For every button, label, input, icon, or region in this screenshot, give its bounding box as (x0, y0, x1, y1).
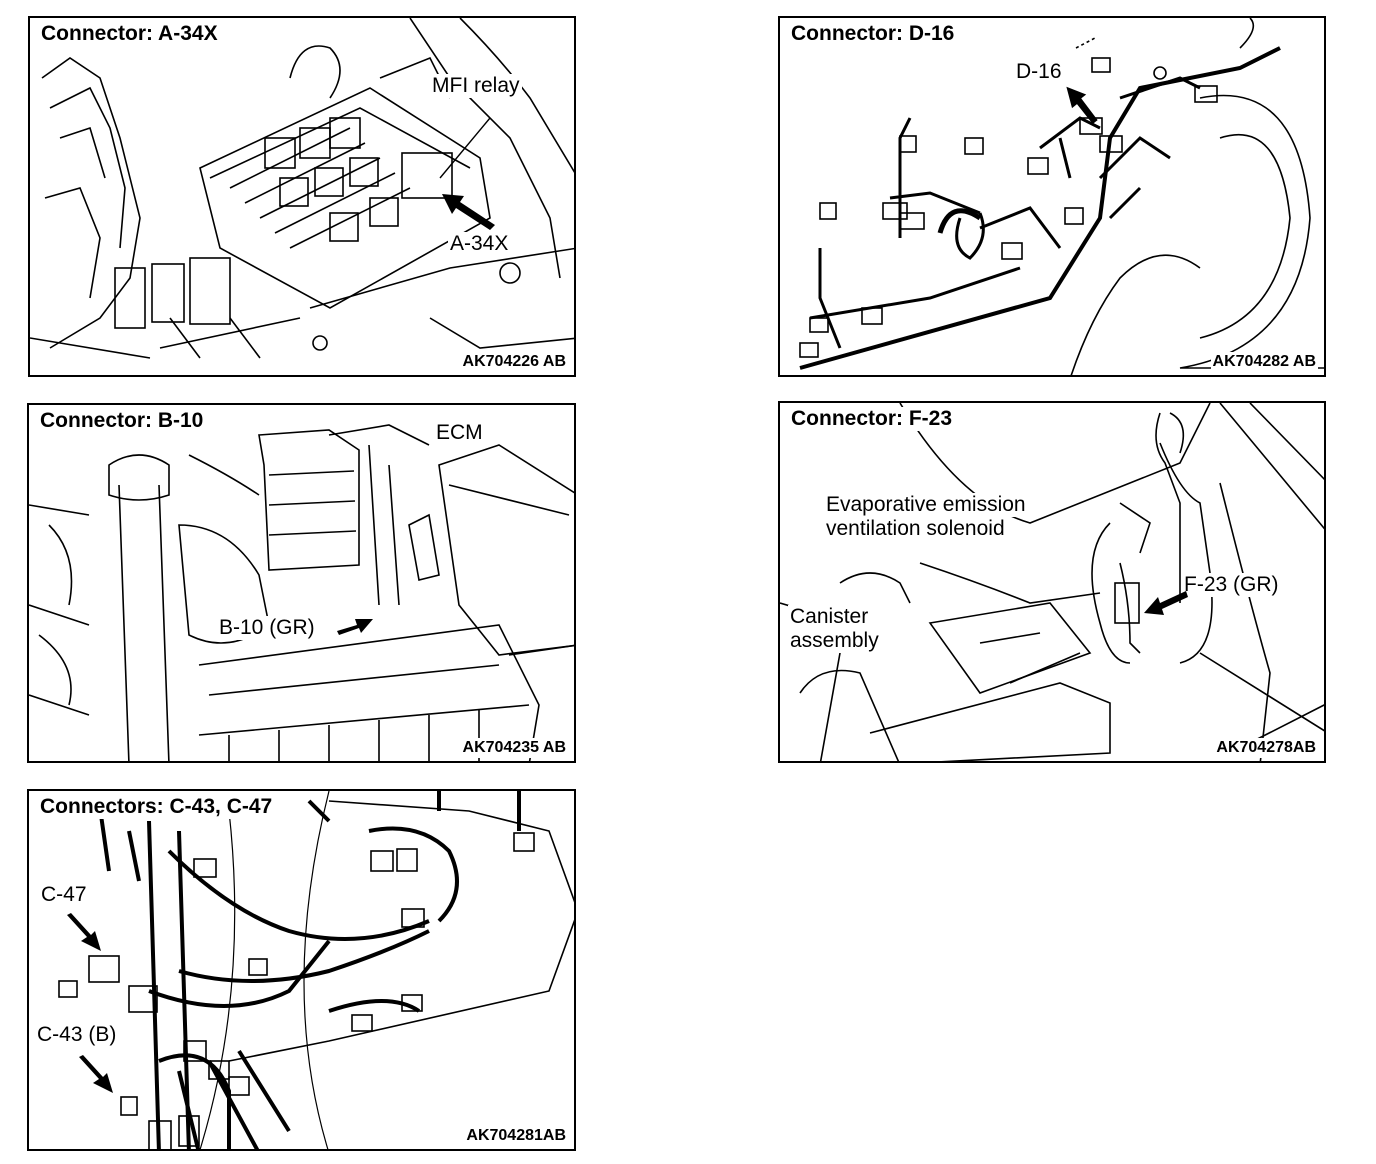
engine-bay-illustration (30, 18, 574, 359)
figure-code: AK704281AB (464, 1126, 568, 1146)
arrow-icon (442, 194, 495, 230)
arrow-icon (67, 913, 101, 951)
panel-f23: Connector: F-23 Evaporative emission ven… (778, 401, 1326, 763)
engine-bay-illustration (29, 424, 574, 761)
canister-label-line1: Canister (788, 605, 871, 629)
arrow-icon (337, 619, 373, 635)
panel-title: Connector: A-34X (38, 22, 221, 46)
arrow-icon (1066, 86, 1098, 124)
harness-illustration (799, 18, 1324, 375)
panel-a34x: Connector: A-34X MFI relay A-34X AK70422… (28, 16, 576, 377)
panel-d16: Connector: D-16 D-16 AK704282 AB (778, 16, 1326, 377)
figure-code: AK704235 AB (460, 738, 568, 758)
c47-label: C-47 (39, 883, 89, 907)
b10-label: B-10 (GR) (217, 616, 317, 640)
f23-label: F-23 (GR) (1182, 573, 1281, 597)
ecm-label: ECM (434, 421, 485, 445)
panel-title: Connector: B-10 (37, 409, 207, 433)
canister-label-line2: assembly (788, 629, 881, 653)
panel-b10: Connector: B-10 ECM B-10 (GR) AK704235 A… (27, 403, 576, 763)
mfi-relay-label: MFI relay (430, 74, 522, 98)
figure-code: AK704278AB (1214, 738, 1318, 758)
figure-code: AK704282 AB (1210, 352, 1318, 372)
solenoid-label-line2: ventilation solenoid (824, 517, 1007, 541)
panel-title: Connectors: C-43, C-47 (37, 795, 276, 819)
panel-title: Connector: D-16 (788, 22, 958, 46)
harness-illustration (58, 791, 574, 1149)
a34x-label: A-34X (448, 232, 511, 256)
panel-c43-c47: Connectors: C-43, C-47 C-47 C-43 (B) AK7… (27, 789, 576, 1151)
arrow-icon (79, 1055, 113, 1093)
d16-label: D-16 (1014, 60, 1064, 84)
figure-code: AK704226 AB (460, 352, 568, 372)
c43-label: C-43 (B) (35, 1023, 119, 1047)
arrow-icon (1144, 591, 1188, 615)
solenoid-label-line1: Evaporative emission (824, 493, 1028, 517)
panel-title: Connector: F-23 (788, 407, 956, 431)
